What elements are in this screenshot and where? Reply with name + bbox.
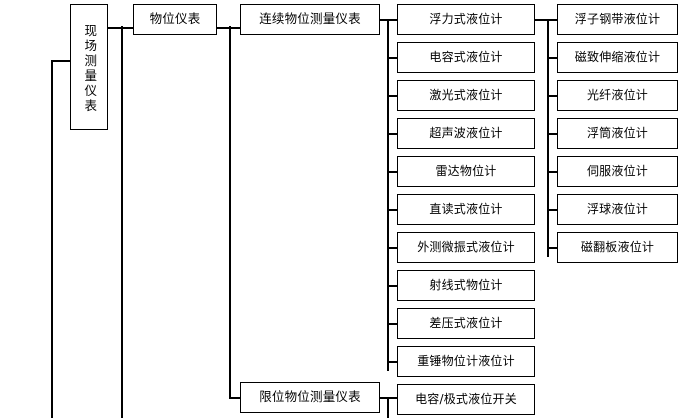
node-float-ball-level-gauge[interactable]: 浮球液位计 xyxy=(557,194,678,225)
connector-level4-item0-in xyxy=(387,19,398,21)
connector-level4-item2-in xyxy=(387,95,398,97)
node-external-microvibration-level-gauge[interactable]: 外测微振式液位计 xyxy=(397,232,535,263)
connector-level5-item3-in xyxy=(547,133,558,135)
node-fiber-optic-level-gauge[interactable]: 光纤液位计 xyxy=(557,80,678,111)
node-continuous-level-measurement[interactable]: 连续物位测量仪表 xyxy=(240,4,380,35)
connector-level4-item0-out xyxy=(534,19,548,21)
connector-level4-item10-in xyxy=(387,397,398,399)
node-radar-level-gauge[interactable]: 雷达物位计 xyxy=(397,156,535,187)
connector-level5-item2-in xyxy=(547,95,558,97)
connector-level2-trunk xyxy=(121,26,123,418)
node-servo-level-gauge[interactable]: 伺服液位计 xyxy=(557,156,678,187)
node-float-steel-tape-level-gauge[interactable]: 浮子钢带液位计 xyxy=(557,4,678,35)
connector-level2-in xyxy=(121,27,134,29)
connector-level4-item8-in xyxy=(387,323,398,325)
connector-level3-item1-in xyxy=(229,397,241,399)
node-capacitive-level-gauge[interactable]: 电容式液位计 xyxy=(397,42,535,73)
connector-level5-item5-in xyxy=(547,209,558,211)
node-magnetostrictive-level-gauge[interactable]: 磁致伸缩液位计 xyxy=(557,42,678,73)
connector-level4-item3-in xyxy=(387,133,398,135)
connector-level4-item6-in xyxy=(387,247,398,249)
connector-level5-item4-in xyxy=(547,171,558,173)
connector-level4-item4-in xyxy=(387,171,398,173)
node-buoyancy-level-gauge[interactable]: 浮力式液位计 xyxy=(397,4,535,35)
node-capacitive-rod-level-switch[interactable]: 电容/极式液位开关 xyxy=(397,384,535,415)
node-direct-reading-level-gauge[interactable]: 直读式液位计 xyxy=(397,194,535,225)
connector-level4-trunk xyxy=(387,19,389,371)
node-root-field-measurement-instruments[interactable]: 现场测量仪表 xyxy=(70,4,108,130)
connector-level5-item1-in xyxy=(547,57,558,59)
connector-level5-item6-in xyxy=(547,247,558,249)
connector-level3-item0-in xyxy=(229,27,241,29)
connector-level4b-trunk xyxy=(387,397,389,418)
connector-root-left-trunk xyxy=(51,60,53,418)
connector-level4-item5-in xyxy=(387,209,398,211)
node-radiation-level-gauge[interactable]: 射线式物位计 xyxy=(397,270,535,301)
connector-level4-item9-in xyxy=(387,361,398,363)
connector-root-right-stub xyxy=(108,27,122,29)
node-laser-level-gauge[interactable]: 激光式液位计 xyxy=(397,80,535,111)
connector-level3-item1-out xyxy=(380,397,390,399)
node-displacer-level-gauge[interactable]: 浮筒液位计 xyxy=(557,118,678,149)
node-differential-pressure-level-gauge[interactable]: 差压式液位计 xyxy=(397,308,535,339)
connector-level4-item1-in xyxy=(387,57,398,59)
connector-level5-item0-in xyxy=(547,19,558,21)
connector-level5-trunk xyxy=(547,19,549,257)
node-point-level-measurement[interactable]: 限位物位测量仪表 xyxy=(240,382,380,413)
connector-level4-item7-in xyxy=(387,285,398,287)
node-ultrasonic-level-gauge[interactable]: 超声波液位计 xyxy=(397,118,535,149)
connector-level2-out xyxy=(217,27,231,29)
node-magnetic-flap-level-gauge[interactable]: 磁翻板液位计 xyxy=(557,232,678,263)
connector-root-left-stub xyxy=(51,60,71,62)
connector-level3-item0-out xyxy=(380,19,390,21)
node-level-instruments[interactable]: 物位仪表 xyxy=(133,4,217,35)
connector-level3-trunk xyxy=(229,26,231,398)
node-plumb-bob-level-gauge[interactable]: 重锤物位计液位计 xyxy=(397,346,535,377)
